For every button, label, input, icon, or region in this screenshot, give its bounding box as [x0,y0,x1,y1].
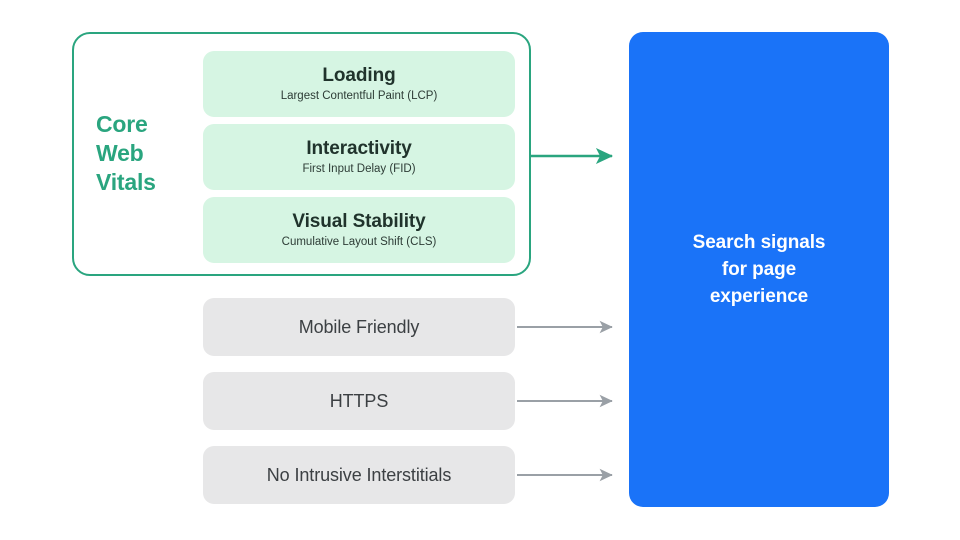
vital-card-title: Loading [322,65,396,86]
signal-box-label: Mobile Friendly [298,316,420,337]
vital-card-loading: Loading Largest Contentful Paint (LCP) [203,51,515,117]
signal-box-no-intrusive-interstitials: No Intrusive Interstitials [203,446,515,504]
search-signals-panel-label: Search signals for page experience [692,232,826,307]
vital-card-title: Visual Stability [292,211,426,232]
signal-box-label: HTTPS [329,390,389,411]
core-web-vitals-label: Core Web Vitals [96,111,156,195]
vital-card-title: Interactivity [306,138,412,159]
vital-card-interactivity: Interactivity First Input Delay (FID) [203,124,515,190]
vital-card-subtitle: Cumulative Layout Shift (CLS) [281,236,437,248]
vital-card-subtitle: First Input Delay (FID) [302,163,416,175]
search-signals-panel: Search signals for page experience [629,32,889,507]
signal-box-https: HTTPS [203,372,515,430]
signal-box-mobile-friendly: Mobile Friendly [203,298,515,356]
signal-box-label: No Intrusive Interstitials [266,464,452,485]
vital-card-subtitle: Largest Contentful Paint (LCP) [280,90,438,102]
vital-card-visual-stability: Visual Stability Cumulative Layout Shift… [203,197,515,263]
